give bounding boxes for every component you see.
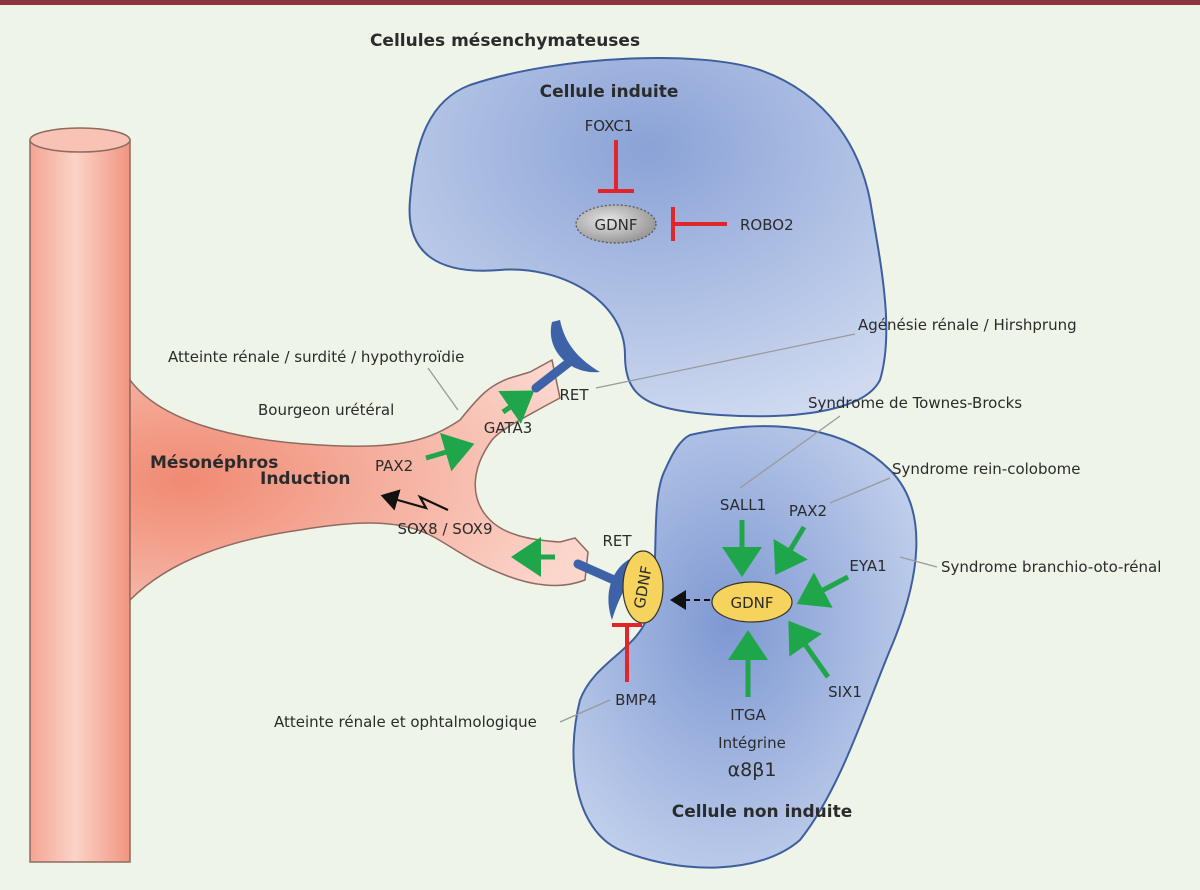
eya1-arrow — [796, 572, 850, 608]
ret-top-label: RET — [559, 386, 589, 404]
disease-townes-label: Syndrome de Townes-Brocks — [808, 394, 1022, 412]
sall1-label: SALL1 — [720, 496, 766, 514]
top-border — [0, 0, 1200, 5]
disease-agenesis-label: Agénésie rénale / Hirshprung — [858, 316, 1077, 334]
gdnf-inactive — [575, 204, 657, 244]
integrin-label: Intégrine — [718, 734, 786, 752]
ureteric-bud-label: Bourgeon urétéral — [258, 401, 394, 419]
bmp4-label: BMP4 — [615, 691, 657, 709]
figure-title: Cellules mésenchymateuses — [370, 31, 640, 51]
integrin-sub-label: α8β1 — [728, 759, 777, 781]
robo2-label: ROBO2 — [740, 216, 794, 234]
gata3-label: GATA3 — [484, 419, 533, 437]
foxc1-label: FOXC1 — [585, 117, 634, 135]
disease-agenesis-leader — [595, 333, 856, 389]
noninduced-cell-title: Cellule non induite — [672, 802, 853, 822]
disease-townes-leader — [739, 415, 841, 489]
eya1-label: EYA1 — [849, 557, 886, 575]
gdnf-active — [711, 581, 793, 623]
ureteric-bud-branch — [129, 358, 589, 602]
six1-label: SIX1 — [828, 683, 862, 701]
ret-receptor-top — [531, 320, 600, 393]
disease-hdr-leader — [427, 367, 459, 411]
gata3-activation-arrow — [498, 390, 535, 424]
bud-pax2-label: PAX2 — [375, 457, 413, 475]
pax2-arrow — [773, 525, 808, 575]
pax2-label: PAX2 — [789, 502, 827, 520]
induction-lightning-arrow — [380, 489, 449, 511]
disease-eye-label: Atteinte rénale et ophtalmologique — [274, 713, 537, 731]
gdnf-active-label: GDNF — [730, 594, 773, 612]
disease-eye-leader — [559, 699, 611, 723]
induction-label: Induction — [260, 469, 351, 489]
foxc1-inhibition-arrow — [598, 140, 634, 193]
sox-label: SOX8 / SOX9 — [398, 520, 493, 538]
gdnf-bound — [622, 550, 664, 624]
gdnf-inactive-label: GDNF — [594, 216, 637, 234]
mesonephros-tube — [29, 127, 131, 863]
mesonephros-label: Mésonéphros — [150, 453, 278, 473]
disease-bor-leader — [899, 556, 938, 568]
robo2-inhibition-arrow — [671, 207, 727, 241]
ret-bottom-label: RET — [602, 532, 632, 550]
bmp4-inhibition-arrow — [612, 623, 642, 682]
induced-cell-title: Cellule induite — [540, 82, 679, 102]
itga-label: ITGA — [730, 706, 766, 724]
disease-coloboma-leader — [829, 477, 891, 504]
induced-cell — [408, 57, 888, 418]
six1-arrow — [788, 620, 831, 679]
pax2-gata3-arrow — [425, 433, 475, 472]
disease-coloboma-label: Syndrome rein-colobome — [892, 460, 1081, 478]
disease-bor-label: Syndrome branchio-oto-rénal — [941, 558, 1161, 576]
disease-hdr-label: Atteinte rénale / surdité / hypothyroïdi… — [168, 348, 464, 366]
